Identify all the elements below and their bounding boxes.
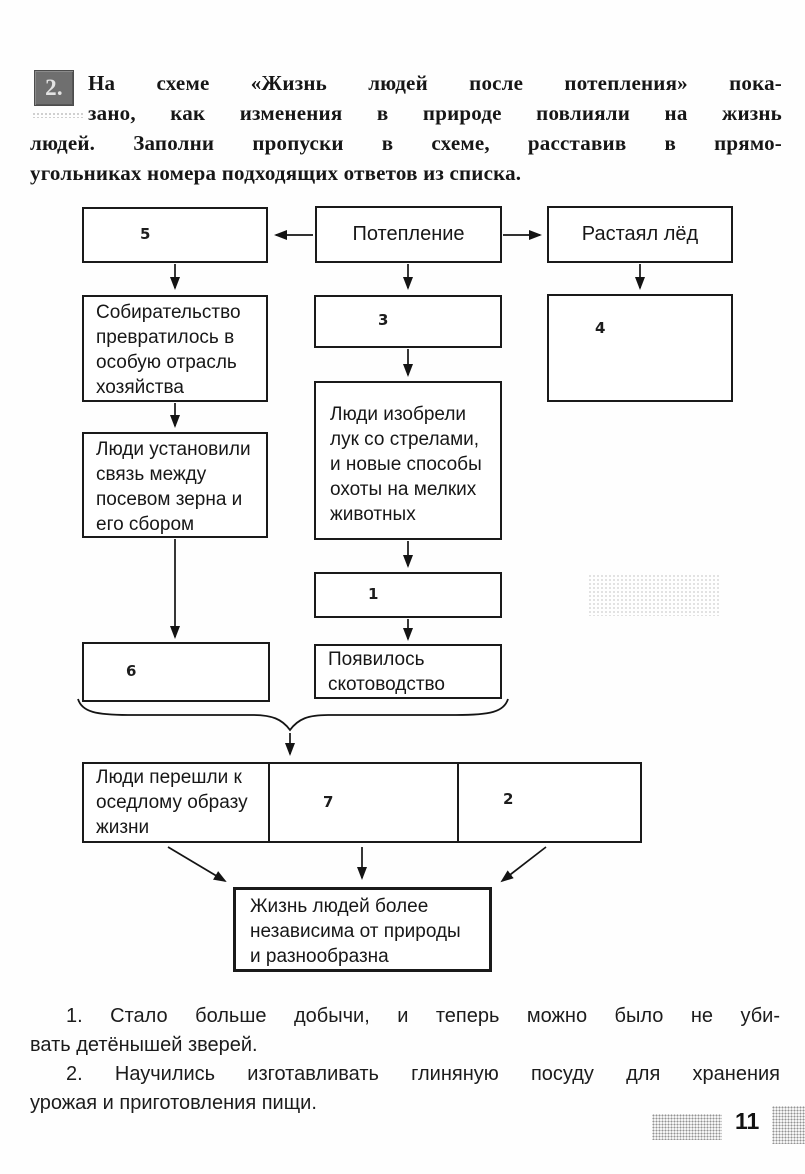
- box-label: Люди установили связь между посевом зерн…: [96, 439, 251, 535]
- answer-option-line: урожая и приготовления пищи.: [30, 1092, 317, 1114]
- instruction-line: людей. Заполни пропуски в схеме, расстав…: [30, 131, 782, 155]
- answer-value: 4: [595, 319, 606, 337]
- task-number-badge: 2.: [34, 70, 74, 106]
- box-label: Люди изобрели лук со стрелами, и новые с…: [330, 404, 482, 525]
- answer-box-4[interactable]: 4: [547, 294, 733, 402]
- answer-option-line: вать детёнышей зверей.: [30, 1034, 258, 1056]
- box-settled-life: Люди перешли к оседлому образу жизни: [84, 764, 270, 841]
- answer-option-line: 1. Стало больше добычи, и теперь можно б…: [66, 1005, 780, 1027]
- combined-row: Люди перешли к оседлому образу жизни 7 2: [82, 762, 642, 843]
- box-gathering: Собирательство превратилось в особую отр…: [82, 295, 268, 402]
- answer-box-1[interactable]: 1: [314, 572, 502, 618]
- box-bow-invented: Люди изобрели лук со стрелами, и новые с…: [314, 381, 502, 540]
- answer-box-5[interactable]: 5: [82, 207, 268, 263]
- box-label: Потепление: [352, 223, 465, 245]
- answer-value: 2: [503, 790, 514, 808]
- box-warming: Потепление: [315, 206, 502, 263]
- box-label: Появилось скотоводство: [328, 649, 445, 695]
- box-sowing-link: Люди установили связь между посевом зерн…: [82, 432, 268, 538]
- instruction-line: угольниках номера подходящих ответов из …: [30, 161, 522, 185]
- box-ice-melted: Растаял лёд: [547, 206, 733, 263]
- answer-cell-7[interactable]: 7: [270, 764, 459, 841]
- arrow-settled-to-result: [167, 846, 227, 883]
- answer-value: 5: [140, 225, 151, 243]
- scan-noise: [772, 1106, 805, 1144]
- answer-value: 7: [323, 793, 334, 811]
- answer-cell-2[interactable]: 2: [459, 764, 640, 841]
- answer-value: 3: [378, 311, 389, 329]
- box-cattle-breeding: Появилось скотоводство: [314, 644, 502, 699]
- answer-box-6[interactable]: 6: [82, 642, 270, 702]
- answer-value: 1: [368, 585, 379, 603]
- box-result: Жизнь людей более независима от природы …: [233, 887, 492, 972]
- answer-value: 6: [126, 662, 137, 680]
- task-instruction: 2. На схеме «Жизнь людей после потеплени…: [30, 68, 782, 188]
- answer-box-3[interactable]: 3: [314, 295, 502, 348]
- answer-option-line: 2. Научились изготавливать глиняную посу…: [66, 1063, 780, 1085]
- box-label: Люди перешли к оседлому образу жизни: [96, 767, 248, 838]
- arrow-answer2-to-result: [500, 846, 547, 883]
- scan-noise: [652, 1114, 722, 1140]
- scan-noise: [588, 574, 720, 616]
- instruction-line: зано, как изменения в природе повлияли н…: [88, 101, 782, 125]
- page-number: 11: [735, 1108, 760, 1134]
- box-label: Собирательство превратилось в особую отр…: [96, 302, 241, 398]
- box-label: Жизнь людей более независима от природы …: [250, 896, 461, 967]
- scan-noise: [32, 112, 84, 118]
- box-label: Растаял лёд: [581, 223, 699, 245]
- brace-merge: [77, 698, 509, 732]
- answers-list: 1. Стало больше добычи, и теперь можно б…: [30, 1002, 780, 1118]
- instruction-line: На схеме «Жизнь людей после потепления» …: [88, 71, 782, 95]
